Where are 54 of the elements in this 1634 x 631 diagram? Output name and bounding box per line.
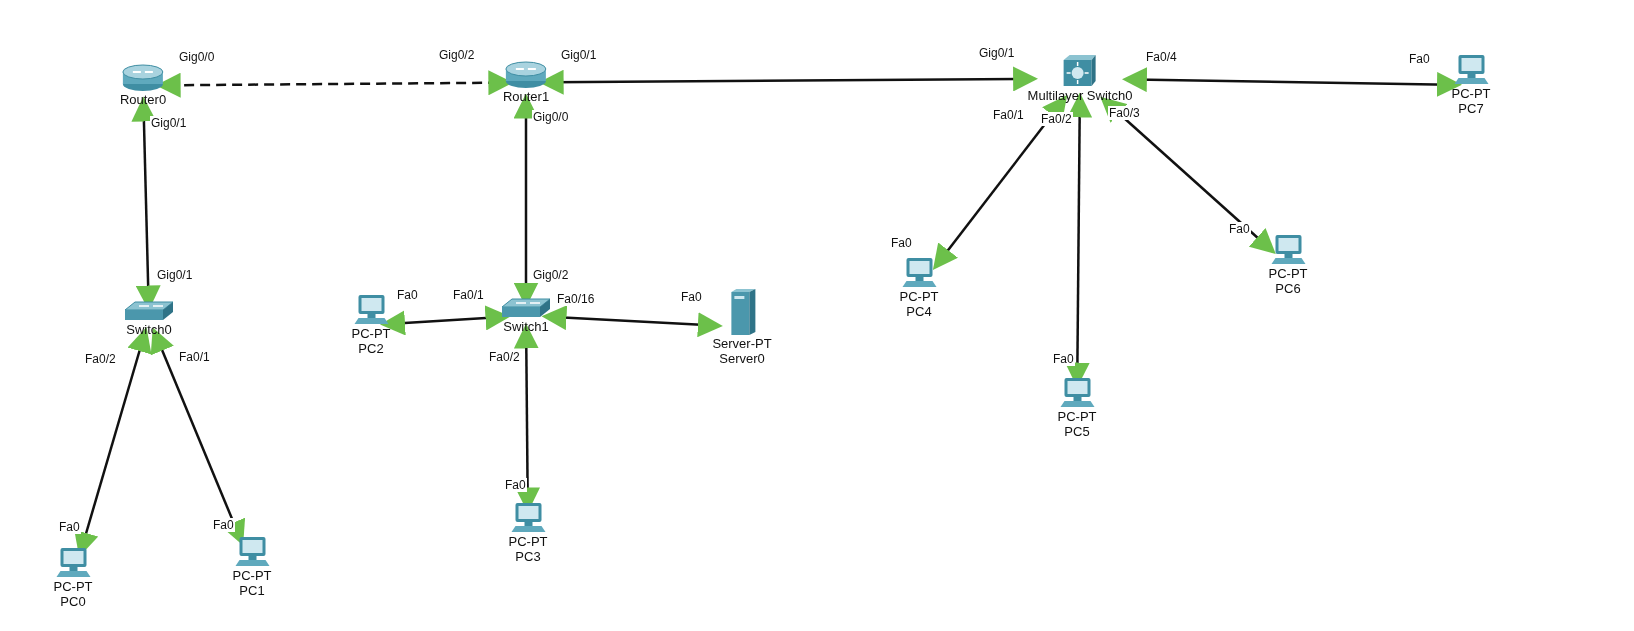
port-label: Fa0/4 — [1145, 50, 1178, 64]
port-label: Fa0 — [1408, 52, 1431, 66]
port-label: Fa0 — [504, 478, 527, 492]
port-label: Gig0/1 — [150, 116, 188, 130]
device-label: PC-PT — [1268, 266, 1308, 281]
device-label: PC-PT — [899, 289, 939, 304]
device-label: Router1 — [502, 89, 550, 104]
port-label: Fa0 — [212, 518, 235, 532]
device-label: PC-PT — [232, 568, 272, 583]
device-label: Router0 — [119, 92, 167, 107]
device-label: PC-PT — [53, 579, 93, 594]
port-label: Fa0/1 — [178, 350, 211, 364]
port-label: Fa0 — [396, 288, 419, 302]
device-label: PC4 — [906, 304, 932, 319]
port-label: Fa0/2 — [488, 350, 521, 364]
port-label: Gig0/1 — [978, 46, 1016, 60]
port-label: Fa0/1 — [452, 288, 485, 302]
device-label: Multilayer Switch0 — [1027, 88, 1133, 103]
port-label: Gig0/2 — [532, 268, 570, 282]
port-label: Fa0 — [680, 290, 703, 304]
device-label: PC3 — [515, 549, 541, 564]
port-label: Gig0/1 — [156, 268, 194, 282]
network-link — [380, 305, 511, 336]
device-label: PC-PT — [1451, 86, 1491, 101]
network-link — [932, 95, 1068, 270]
device-label: PC6 — [1275, 281, 1301, 296]
port-label: Gig0/0 — [532, 110, 570, 124]
network-link — [541, 305, 723, 338]
network-link — [1121, 67, 1462, 97]
device-label: Server-PT — [712, 336, 772, 351]
network-link — [1100, 96, 1276, 255]
port-label: Fa0/2 — [84, 352, 117, 366]
port-label: Fa0/1 — [992, 108, 1025, 122]
port-label: Fa0 — [1052, 352, 1075, 366]
port-label: Fa0/3 — [1108, 106, 1141, 120]
port-label: Gig0/0 — [178, 50, 216, 64]
device-label: PC7 — [1458, 101, 1484, 116]
port-label: Fa0/16 — [556, 292, 596, 306]
port-label: Fa0 — [58, 520, 81, 534]
device-label: PC-PT — [508, 534, 548, 549]
port-label: Gig0/1 — [560, 48, 598, 62]
device-label: Switch0 — [126, 322, 172, 337]
device-label: PC-PT — [1057, 409, 1097, 424]
port-label: Fa0/2 — [1040, 112, 1073, 126]
port-label: Fa0 — [890, 236, 913, 250]
device-label: PC5 — [1064, 424, 1090, 439]
device-label: PC2 — [358, 341, 384, 356]
port-label: Fa0 — [1228, 222, 1251, 236]
device-label: PC0 — [60, 594, 86, 609]
device-label: Server0 — [719, 351, 765, 366]
device-label: Switch1 — [503, 319, 549, 334]
port-label: Gig0/2 — [438, 48, 476, 62]
device-label: PC-PT — [351, 326, 391, 341]
device-label: PC1 — [239, 583, 265, 598]
